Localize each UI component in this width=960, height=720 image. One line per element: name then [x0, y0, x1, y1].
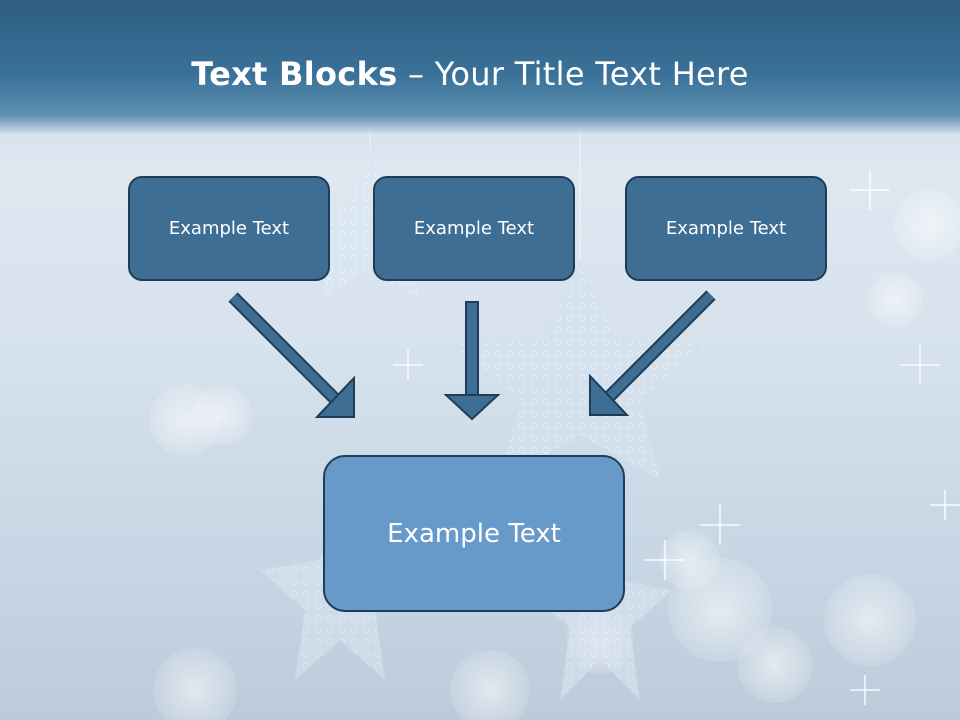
title-dash: –	[397, 55, 435, 93]
star-ornament-icon	[290, 130, 450, 300]
arrow-down-left-icon	[589, 290, 716, 416]
arrow-down-icon	[443, 301, 501, 421]
star-ornament-icon	[455, 130, 705, 480]
slide-title: Text Blocks – Your Title Text Here	[0, 55, 940, 93]
sparkle-icon	[393, 170, 960, 705]
arrow-down-right-icon	[228, 292, 355, 418]
text-block-top-center[interactable]: Example Text	[373, 176, 575, 281]
text-block-top-left[interactable]: Example Text	[128, 176, 330, 281]
header-band	[0, 0, 960, 135]
title-bold: Text Blocks	[191, 55, 398, 93]
text-block-top-right[interactable]: Example Text	[625, 176, 827, 281]
text-block-bottom[interactable]: Example Text	[323, 455, 625, 612]
title-rest: Your Title Text Here	[434, 55, 749, 93]
